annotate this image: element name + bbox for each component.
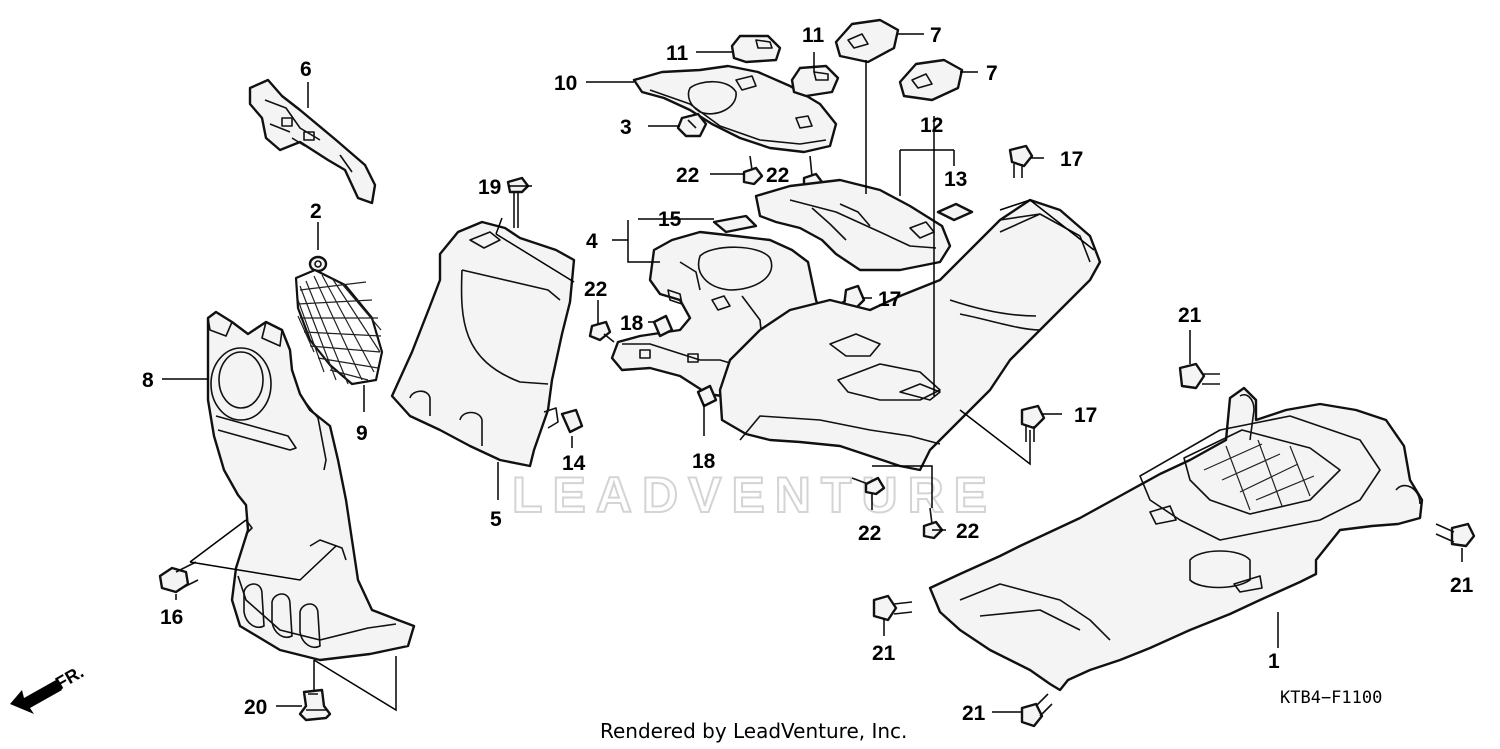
callout-13: 13 [944, 168, 967, 191]
part-12-inner-box [754, 178, 952, 272]
callout-22-b: 22 [766, 164, 789, 187]
part-17-bolt-a [1008, 144, 1034, 178]
callout-16: 16 [160, 606, 183, 629]
part-3-grommet [676, 112, 708, 138]
part-21-bolt-d [1020, 693, 1053, 728]
callout-7-top: 7 [930, 24, 942, 47]
part-8-front-cover [206, 310, 416, 662]
callout-18-upper: 18 [620, 312, 644, 335]
callout-6: 6 [300, 58, 312, 81]
callout-22-e: 22 [956, 520, 979, 543]
callout-18-lower: 18 [692, 450, 716, 473]
callout-14: 14 [562, 452, 586, 475]
callout-3: 3 [620, 116, 632, 139]
callout-5: 5 [490, 508, 502, 531]
callout-15: 15 [658, 208, 682, 231]
callout-4: 4 [586, 230, 598, 253]
part-1-under-cover [928, 386, 1424, 692]
part-20-clip [298, 688, 332, 722]
callout-21-b: 21 [1450, 574, 1474, 597]
part-15-pad [712, 214, 758, 234]
callout-10: 10 [554, 72, 577, 95]
part-10-top-cover [632, 64, 838, 154]
callout-12: 12 [920, 114, 943, 137]
part-13-pad [936, 202, 974, 222]
part-2-nut [308, 255, 328, 273]
callout-9: 9 [356, 422, 368, 445]
part-22-screw-c [588, 320, 615, 343]
callout-22-d: 22 [858, 522, 881, 545]
watermark: LEADVENTURE [511, 466, 997, 524]
part-22-screw-d [851, 476, 886, 496]
front-arrow-icon: FR. [10, 662, 87, 714]
callout-11-right: 11 [802, 24, 825, 47]
callout-22-a: 22 [676, 164, 699, 187]
callout-21-c: 21 [872, 642, 896, 665]
part-17-bolt-c [1020, 404, 1046, 442]
callout-20: 20 [244, 696, 267, 719]
callout-21-a: 21 [1178, 304, 1202, 327]
part-21-bolt-a [1178, 362, 1220, 390]
part-14-clip [560, 408, 584, 434]
part-19-screw [506, 176, 530, 228]
callout-2: 2 [310, 200, 322, 223]
part-5-inner-panel [390, 220, 576, 468]
watermark-text: LEADVENTURE [512, 467, 997, 523]
callout-17-mid: 17 [878, 288, 901, 311]
callout-19: 19 [478, 176, 501, 199]
part-11-cap-left [730, 34, 782, 64]
callout-labels: 1 2 3 4 5 6 7 7 8 9 10 11 11 12 13 14 15… [142, 24, 1474, 725]
part-18-clip-a [652, 314, 674, 338]
part-9-mesh [294, 268, 384, 386]
part-7-cap-top [834, 18, 900, 64]
callout-8: 8 [142, 369, 154, 392]
callout-17-top: 17 [1060, 148, 1083, 171]
callout-17-low: 17 [1074, 404, 1097, 427]
callout-11-left: 11 [666, 42, 689, 65]
part-16-bolt [158, 561, 199, 594]
part-7-cap-lower [898, 58, 964, 102]
part-22-screw-a [742, 155, 764, 186]
part-6-bracket [248, 78, 377, 205]
part-21-bolt-b [1435, 522, 1476, 548]
callout-22-c: 22 [584, 278, 607, 301]
callout-1: 1 [1268, 650, 1280, 673]
part-21-bolt-c [872, 594, 913, 622]
part-11-cap-right [790, 64, 840, 98]
credit-line: Rendered by LeadVenture, Inc. [600, 719, 907, 743]
part-18-clip-b [696, 384, 718, 408]
leader-lines [162, 33, 1463, 713]
callout-7-lower: 7 [986, 62, 998, 85]
callout-21-d: 21 [962, 702, 986, 725]
part-code: KTB4−F1100 [1280, 688, 1382, 708]
part-floor-body [718, 198, 1102, 472]
